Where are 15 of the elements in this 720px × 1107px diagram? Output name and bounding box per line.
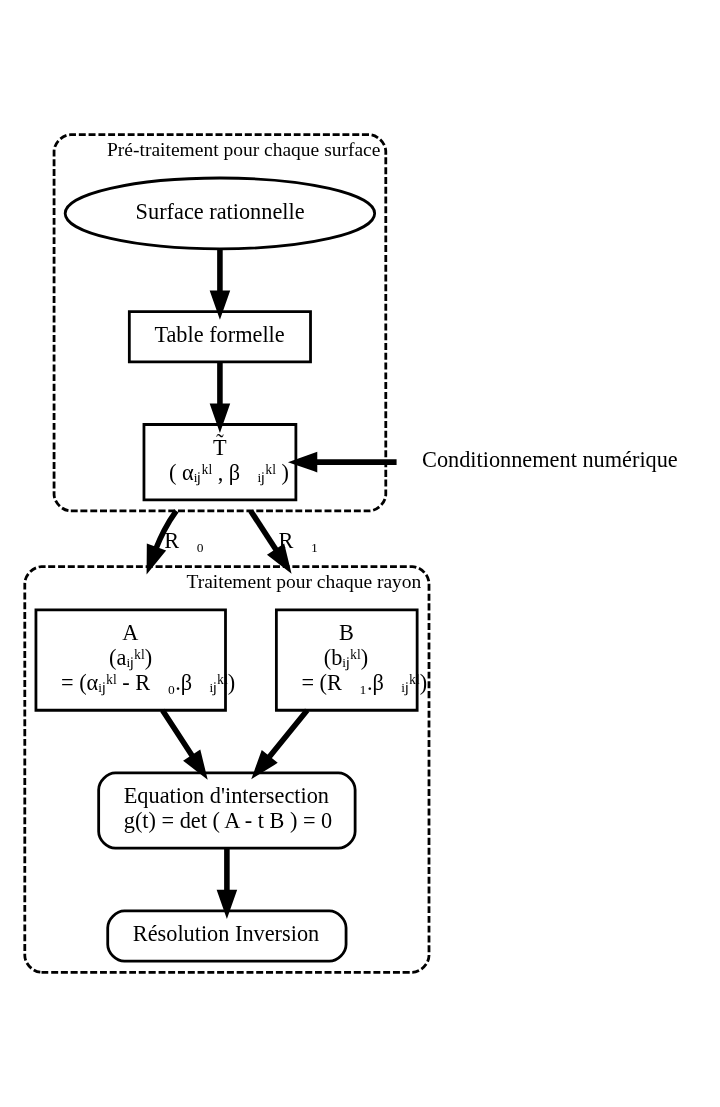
edge-label: R⃗₀ <box>164 528 205 554</box>
arrow <box>209 249 231 320</box>
arrow <box>160 708 208 780</box>
node-box: T̃ ( αᵢⱼᵏˡ , β⃗ᵢⱼᵏˡ ) <box>142 423 298 502</box>
node-box: Equation d'intersection g(t) = det ( A - t B ) = 0 <box>97 771 357 850</box>
node-box: Résolution Inversion <box>106 909 348 963</box>
arrow <box>209 362 231 433</box>
arrow <box>287 451 397 473</box>
node-ellipse: Surface rationnelle <box>63 176 377 251</box>
arrow <box>146 509 179 575</box>
node-text: Conditionnement numérique <box>422 447 678 473</box>
arrow <box>216 848 238 920</box>
arrow <box>248 509 292 574</box>
arrow <box>251 708 310 780</box>
node-box: Table formelle <box>127 310 312 364</box>
